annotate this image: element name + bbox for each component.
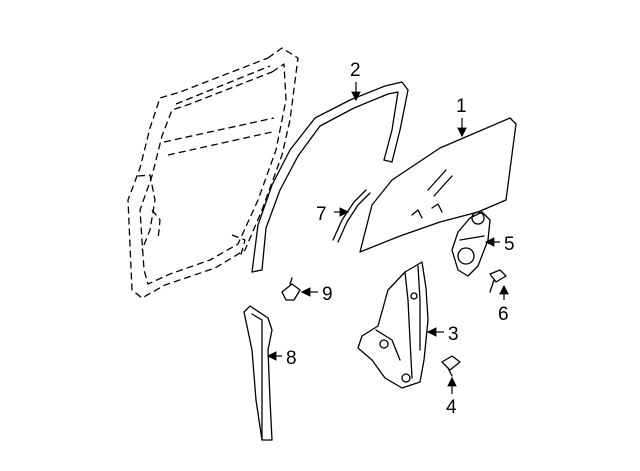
rear-channel	[243, 305, 273, 441]
callout-9: 9	[322, 284, 333, 305]
callout-8: 8	[286, 348, 297, 369]
callout-3: 3	[448, 324, 459, 345]
callout-2: 2	[350, 60, 361, 81]
callout-labels: 1 2 3 4 5 6 7 8 9	[286, 60, 515, 418]
motor-bolt	[489, 269, 507, 293]
callout-5: 5	[504, 234, 515, 255]
window-motor	[451, 211, 491, 277]
regulator-bolt	[441, 355, 461, 377]
door-glass	[359, 117, 517, 253]
callout-7: 7	[316, 204, 327, 225]
callout-6: 6	[498, 304, 509, 325]
callout-1: 1	[456, 96, 467, 117]
door-shell-outline	[127, 47, 299, 299]
callout-leaders	[266, 82, 509, 394]
channel-clip	[281, 277, 301, 301]
glass-run-channel	[251, 81, 409, 273]
callout-4: 4	[446, 397, 457, 418]
window-regulator	[357, 261, 429, 389]
